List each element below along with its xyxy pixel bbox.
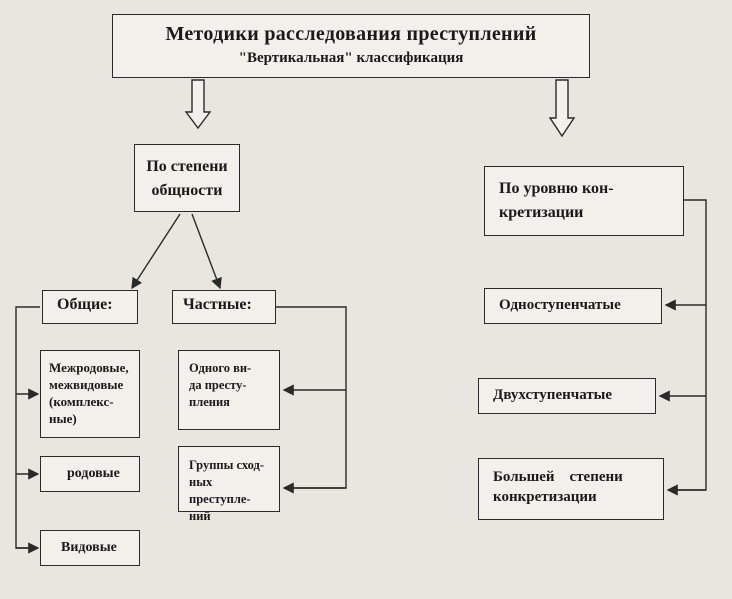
node-label: Группы сход- xyxy=(189,458,265,472)
diagram-subtitle: "Вертикальная" классификация xyxy=(238,50,464,66)
node-label: Межродовые, xyxy=(49,360,129,375)
node-label: По уровню кон- xyxy=(499,180,614,197)
node-label: межвидовые xyxy=(49,377,124,392)
node-label: пления xyxy=(189,395,230,409)
node-label: Двухступенчатые xyxy=(493,387,613,403)
node-similar-groups: Группы сход- ных преступле- ний xyxy=(178,446,280,523)
node-label: родовые xyxy=(67,466,120,481)
node-by-generality: По степени общности xyxy=(134,144,240,212)
node-higher-concretization: Большей степени конкретизации xyxy=(478,458,664,520)
node-partial: Частные: xyxy=(172,290,276,324)
node-label: Видовые xyxy=(61,540,117,555)
node-label: Большей степени xyxy=(493,469,623,485)
node-label: ных преступле- xyxy=(189,475,251,506)
node-intergeneric: Межродовые, межвидовые (комплекс- ные) xyxy=(40,350,140,438)
diagram-title-box: Методики расследования преступлений "Вер… xyxy=(112,14,590,78)
node-label: По степени xyxy=(146,158,228,175)
node-label: общности xyxy=(151,182,223,199)
hollow-arrow-left xyxy=(184,79,212,130)
node-label: Одного ви- xyxy=(189,361,252,375)
diagram-title: Методики расследования преступлений xyxy=(165,23,537,45)
node-species: Видовые xyxy=(40,530,140,566)
hollow-arrow-right xyxy=(548,79,576,138)
node-generic: родовые xyxy=(40,456,140,492)
node-common: Общие: xyxy=(42,290,138,324)
node-label: ний xyxy=(189,509,211,523)
node-label: конкретизации xyxy=(493,489,597,505)
node-label: ные) xyxy=(49,411,77,426)
node-label: Одноступенчатые xyxy=(499,297,621,313)
node-one-type: Одного ви- да престу- пления xyxy=(178,350,280,430)
node-label: да престу- xyxy=(189,378,247,392)
node-label: кретизации xyxy=(499,204,584,221)
node-by-concretization: По уровню кон- кретизации xyxy=(484,166,684,236)
node-label: Частные: xyxy=(183,296,252,313)
node-one-step: Одноступенчатые xyxy=(484,288,662,324)
node-two-step: Двухступенчатые xyxy=(478,378,656,414)
node-label: Общие: xyxy=(57,296,113,313)
node-label: (комплекс- xyxy=(49,394,114,409)
